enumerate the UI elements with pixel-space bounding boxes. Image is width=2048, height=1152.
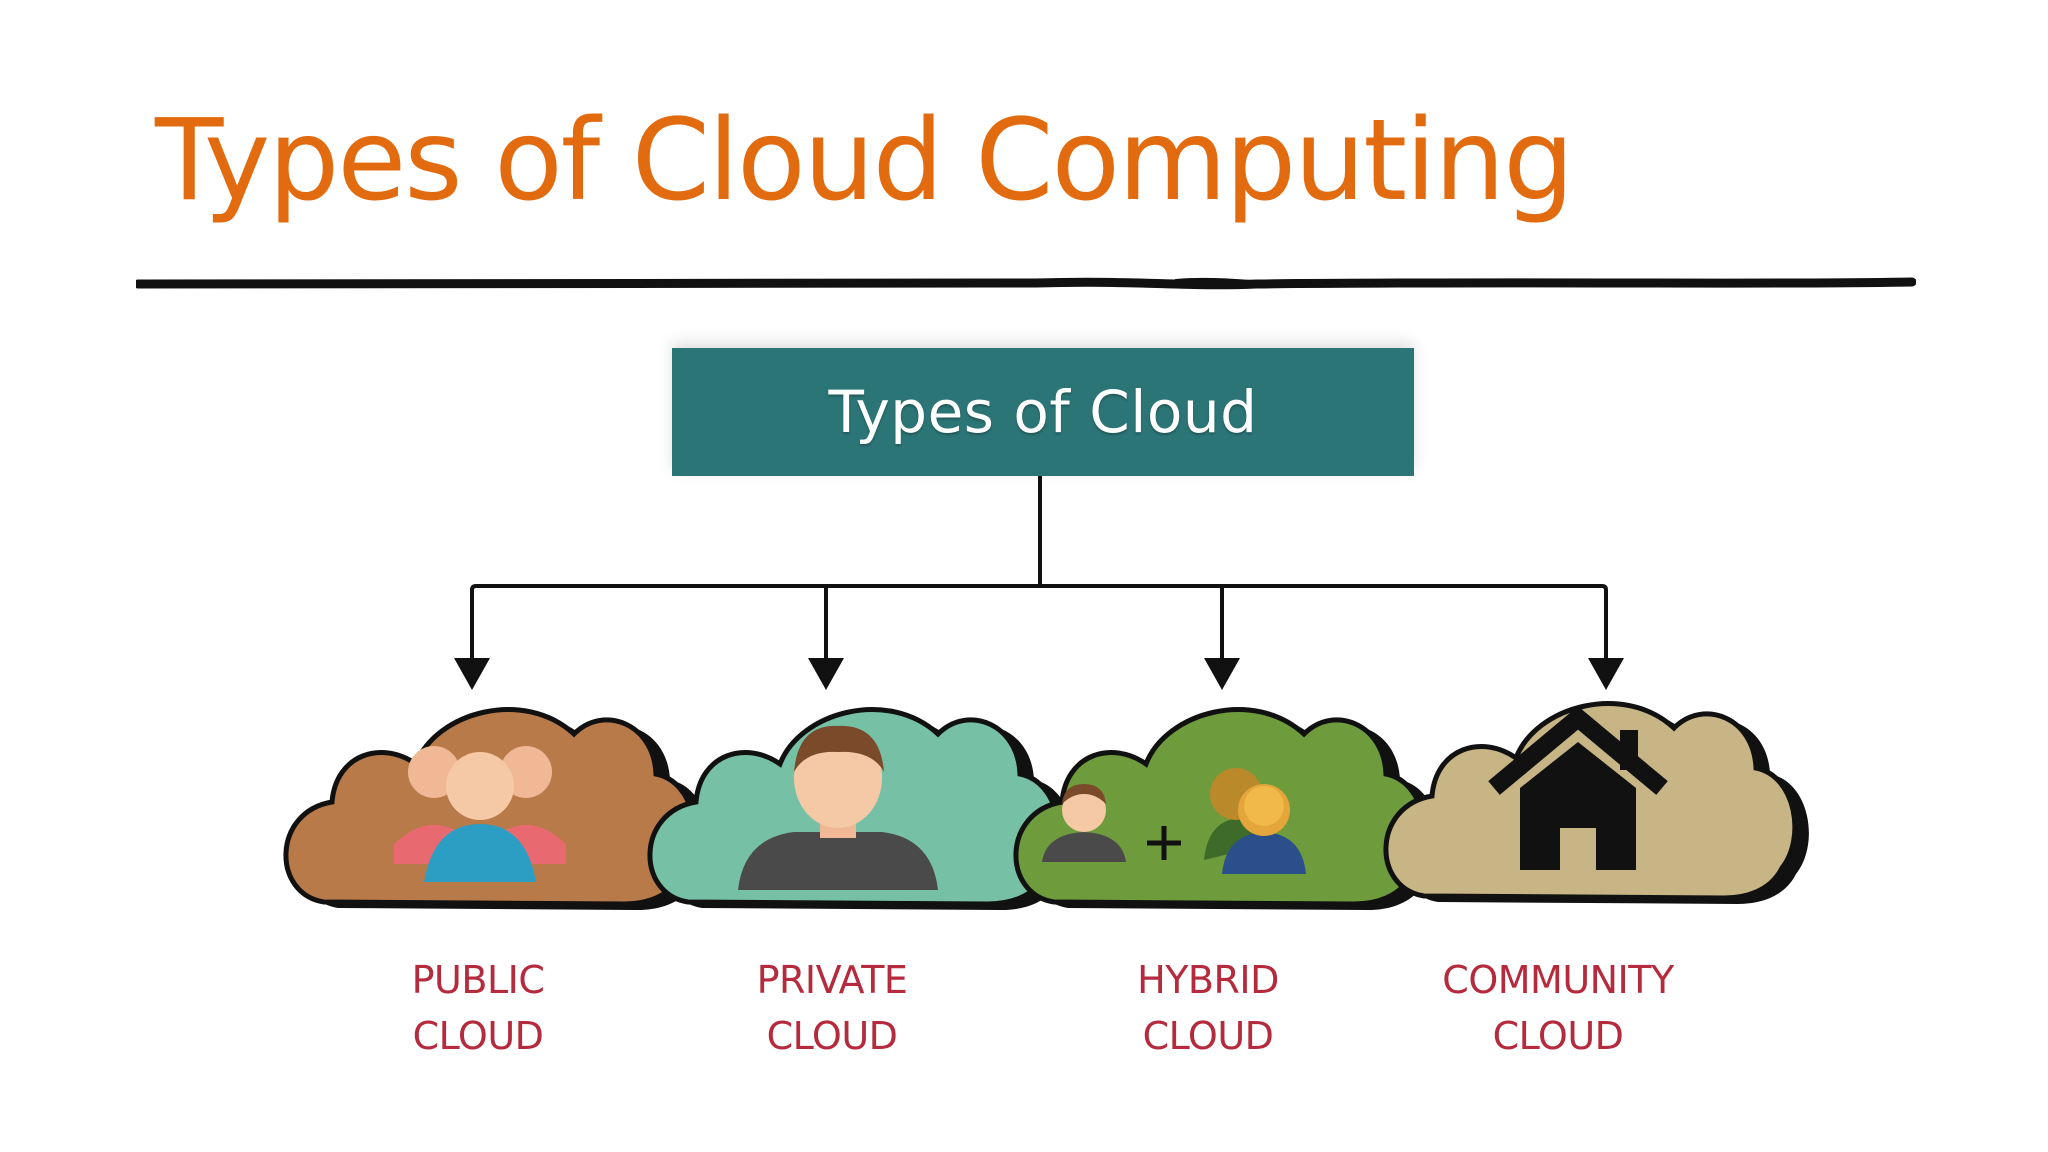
arrowhead-community xyxy=(1588,658,1624,690)
house-icon xyxy=(1488,706,1668,870)
people-group-icon xyxy=(394,746,566,882)
hybrid-cloud-label: HYBRID CLOUD xyxy=(1137,958,1279,1058)
person-plus-group-icon xyxy=(1042,768,1306,874)
arrowhead-hybrid xyxy=(1204,658,1240,690)
private-cloud-icon xyxy=(650,710,1073,910)
hybrid-cloud-icon xyxy=(1016,710,1439,910)
community-cloud-icon xyxy=(1386,704,1809,904)
branch-line xyxy=(470,584,1608,598)
public-cloud-icon xyxy=(286,710,709,910)
arrowhead-private xyxy=(808,658,844,690)
private-cloud-label: PRIVATE CLOUD xyxy=(756,958,908,1058)
arrowhead-public xyxy=(454,658,490,690)
root-node: Types of Cloud xyxy=(672,348,1414,476)
title-divider xyxy=(136,277,1916,290)
person-icon xyxy=(738,725,938,890)
root-node-label: Types of Cloud xyxy=(828,378,1258,446)
slide-title: Types of Cloud Computing xyxy=(155,96,1574,226)
public-cloud-label: PUBLIC CLOUD xyxy=(411,958,545,1058)
community-cloud-label: COMMUNITY CLOUD xyxy=(1442,958,1674,1058)
